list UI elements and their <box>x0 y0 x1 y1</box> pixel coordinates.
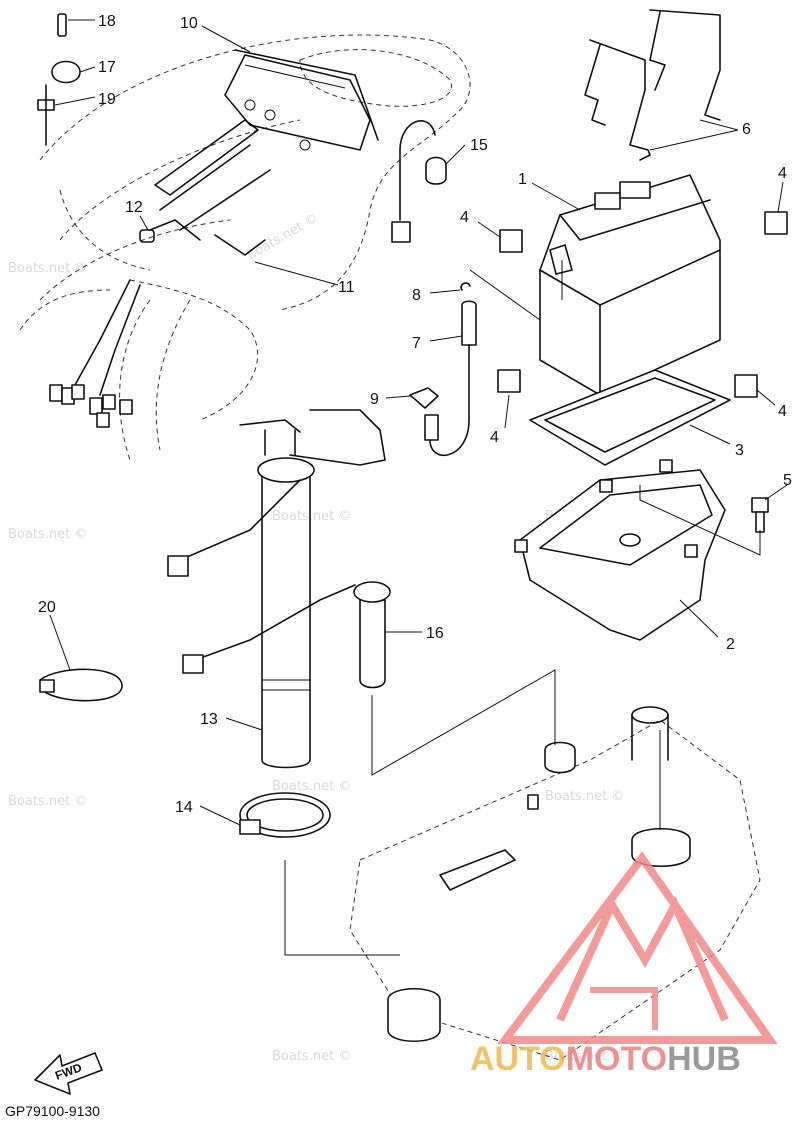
callout-13: 13 <box>200 711 218 728</box>
callout-5: 5 <box>783 472 792 489</box>
battery <box>539 174 721 396</box>
callout-4: 4 <box>490 429 499 446</box>
sensor-connector <box>391 120 447 243</box>
tape-pieces <box>497 211 788 398</box>
watermark: Boats.net © <box>545 789 624 804</box>
watermark: Boats.net © <box>545 1049 624 1064</box>
callout-11: 11 <box>338 279 355 296</box>
callout-18: 18 <box>98 13 116 30</box>
callout-6: 6 <box>742 121 751 138</box>
cable-tie <box>39 668 123 702</box>
callout-19: 19 <box>98 91 116 108</box>
callout-4: 4 <box>778 403 787 420</box>
callout-4: 4 <box>778 165 787 182</box>
callout-15: 15 <box>470 137 488 154</box>
watermark: Boats.net © <box>272 509 351 524</box>
meter-unit <box>224 49 379 151</box>
callout-20: 20 <box>38 599 56 616</box>
watermark: Boats.net © <box>245 211 321 264</box>
callout-7: 7 <box>412 335 421 352</box>
callout-1: 1 <box>518 171 527 188</box>
battery-box <box>514 459 726 641</box>
battery-pad <box>529 369 731 466</box>
bracket <box>149 119 271 256</box>
hose-clamp <box>239 792 331 838</box>
watermark: Boats.net © <box>272 779 351 794</box>
clip-12 <box>139 229 155 243</box>
watermark: Boats.net © <box>8 794 87 809</box>
callout-17: 17 <box>98 59 116 76</box>
bolt-5 <box>751 497 769 533</box>
automotohub-logo: AUTOMOTOHUB <box>470 851 778 1078</box>
hull-outline <box>19 34 471 461</box>
callout-16: 16 <box>426 625 444 642</box>
callout-2: 2 <box>726 636 735 653</box>
callout-10: 10 <box>180 15 198 32</box>
battery-straps <box>584 9 721 161</box>
callout-9: 9 <box>370 391 379 408</box>
callout-14: 14 <box>175 799 193 816</box>
callout-8: 8 <box>412 287 421 304</box>
callout-12: 12 <box>125 199 143 216</box>
callout-3: 3 <box>735 442 744 459</box>
diagram-code: GP79100-9130 <box>5 1103 100 1119</box>
vent-hose <box>409 282 477 456</box>
watermark: Boats.net © <box>8 261 87 276</box>
leader-lines <box>49 19 788 826</box>
watermark: Boats.net © <box>272 1049 351 1064</box>
fuel-sender <box>167 409 386 769</box>
callout-4: 4 <box>460 209 469 226</box>
harness-connectors <box>49 279 141 428</box>
fuel-level-sensor <box>182 581 391 689</box>
assembly-lines <box>284 260 761 956</box>
callout-labels: 1 2 3 4 4 4 4 5 6 7 8 9 10 11 12 13 14 1… <box>38 13 792 816</box>
logo-auto: AUTOMOTOHUB <box>470 1040 741 1078</box>
fuel-tank <box>349 706 761 1061</box>
bolt-clamp <box>37 13 81 146</box>
watermark: Boats.net © <box>8 527 87 542</box>
fwd-arrow-icon: FWD <box>34 1052 103 1095</box>
